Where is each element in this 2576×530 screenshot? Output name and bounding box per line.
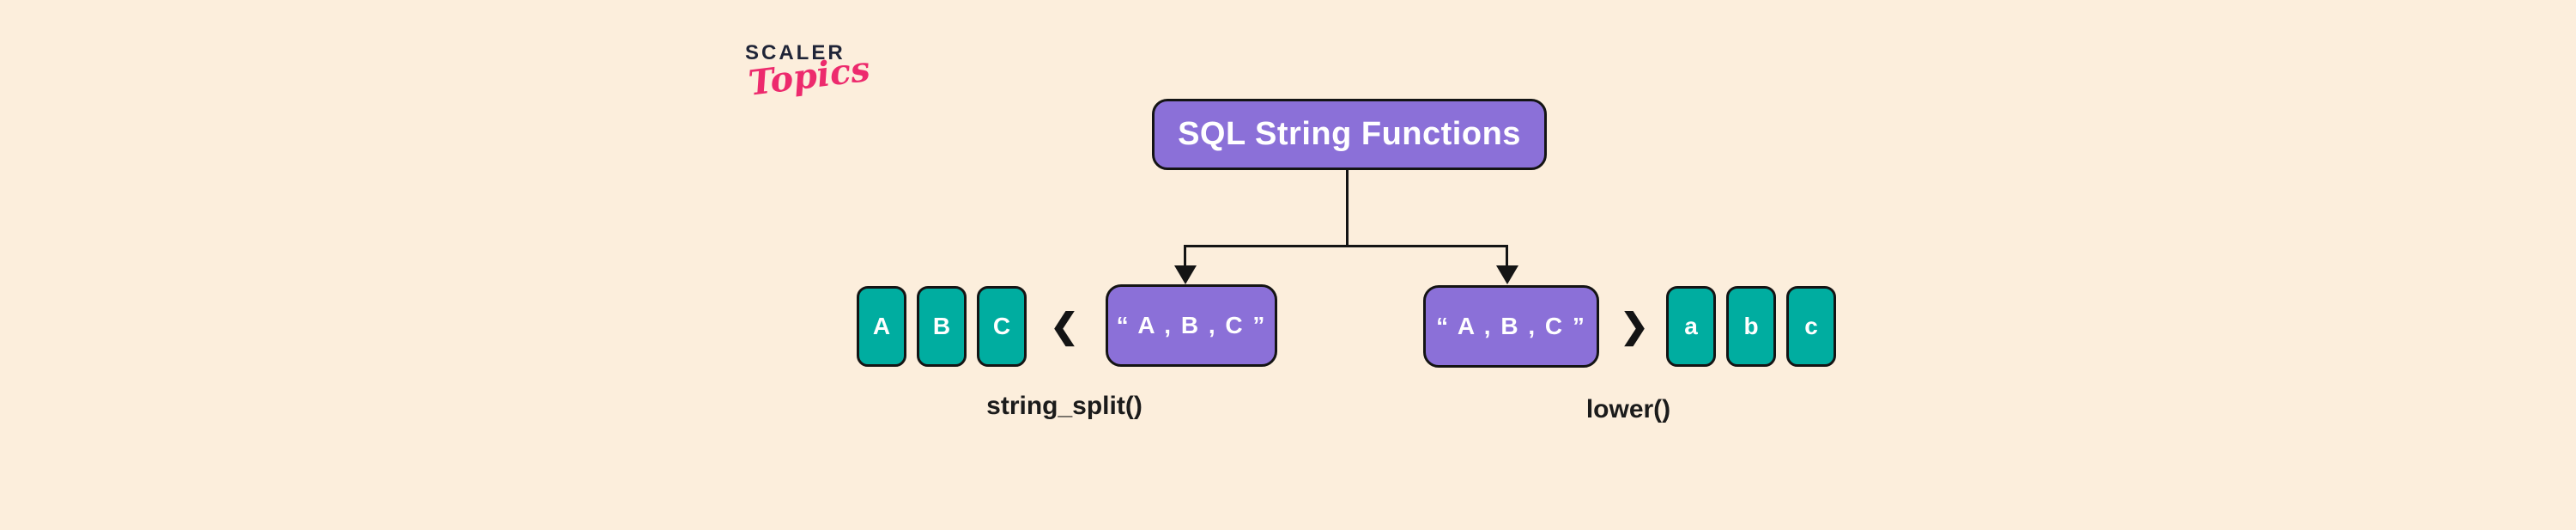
function-label-string-split: string_split() (986, 392, 1143, 420)
scaler-topics-logo: SCALER Topics (745, 41, 882, 104)
result-cell-left-1: A (857, 286, 906, 367)
source-node-label: “ A , B , C ” (1436, 313, 1586, 339)
function-label-lower: lower() (1585, 395, 1671, 423)
root-node-sql-string-functions: SQL String Functions (1152, 99, 1547, 170)
result-cell-label: C (992, 313, 1011, 339)
result-cell-right-3: c (1786, 286, 1836, 367)
arrowhead-down-right-icon (1496, 265, 1518, 284)
result-cell-right-2: b (1726, 286, 1776, 367)
connector-trunk-line (1346, 170, 1349, 247)
chevron-left-icon: ❮ (1050, 308, 1079, 345)
connector-horizontal-line (1184, 245, 1508, 247)
chevron-right-icon: ❯ (1620, 308, 1649, 345)
connector-right-drop-line (1506, 245, 1508, 268)
result-cell-label: A (872, 313, 891, 339)
logo-brand-text: SCALER (745, 41, 846, 64)
root-node-label: SQL String Functions (1178, 116, 1521, 152)
arrowhead-down-left-icon (1174, 265, 1197, 284)
result-cell-left-2: B (917, 286, 967, 367)
source-node-label: “ A , B , C ” (1116, 312, 1267, 338)
result-cell-label: c (1804, 313, 1818, 339)
result-cell-left-3: C (977, 286, 1027, 367)
result-cell-label: a (1684, 313, 1698, 339)
result-cell-right-1: a (1666, 286, 1716, 367)
connector-left-drop-line (1184, 245, 1186, 268)
result-cell-label: b (1743, 313, 1759, 339)
result-cell-label: B (932, 313, 951, 339)
source-node-left: “ A , B , C ” (1106, 284, 1277, 367)
source-node-right: “ A , B , C ” (1423, 285, 1599, 368)
